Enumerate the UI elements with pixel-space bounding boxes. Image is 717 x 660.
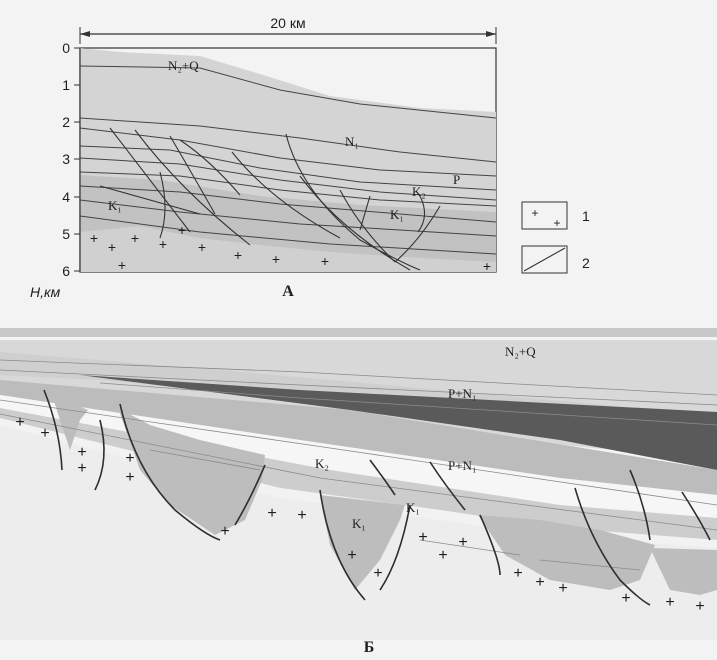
depth-tick: 2: [62, 114, 70, 130]
svg-text:+: +: [438, 547, 447, 564]
svg-text:+: +: [131, 230, 139, 246]
svg-text:+: +: [220, 523, 229, 540]
panel-label-a: А: [282, 283, 294, 300]
svg-text:+: +: [321, 253, 329, 269]
svg-text:+: +: [347, 547, 356, 564]
panel-label-b: Б: [364, 639, 375, 656]
unit-label: N₁: [345, 134, 359, 149]
svg-text:+: +: [483, 258, 491, 274]
unit-label: K₁: [406, 500, 420, 515]
depth-axis-title: H,км: [30, 284, 61, 300]
unit-label: P+N₁: [448, 386, 476, 401]
unit-label: K₁: [352, 516, 366, 531]
depth-tick: 6: [62, 263, 70, 279]
a-basement-crosses: +++ +++ +++ ++: [90, 222, 491, 274]
svg-text:+: +: [418, 529, 427, 546]
svg-text:+: +: [118, 257, 126, 273]
section-b: +++ +++ +++ +++ +++ +++ ++ N₂+Q P+N₁ P+N…: [0, 328, 717, 656]
depth-tick: 1: [62, 77, 70, 93]
svg-text:+: +: [234, 247, 242, 263]
depth-tick: 3: [62, 151, 70, 167]
svg-text:+: +: [695, 598, 704, 615]
svg-text:+: +: [513, 565, 522, 582]
legend-number: 2: [582, 255, 590, 271]
svg-text:+: +: [297, 507, 306, 524]
svg-text:+: +: [15, 414, 24, 431]
a-horizons: [79, 65, 497, 255]
b-faults: [43, 389, 711, 606]
svg-text:+: +: [178, 222, 186, 238]
legend: + + 1 2: [521, 201, 590, 274]
section-a: 20 км: [30, 15, 497, 300]
unit-label: N₂+Q: [168, 58, 199, 73]
svg-text:+: +: [198, 239, 206, 255]
legend-number: 1: [582, 208, 590, 224]
svg-text:+: +: [272, 251, 280, 267]
unit-label: P+N₁: [448, 458, 476, 473]
svg-text:+: +: [373, 565, 382, 582]
a-basement-fill: [80, 226, 496, 272]
svg-text:+: +: [108, 239, 116, 255]
unit-label: K₁: [108, 198, 122, 213]
depth-tick: 5: [62, 226, 70, 242]
svg-text:+: +: [77, 460, 86, 477]
b-dark-band: [80, 375, 717, 470]
svg-text:+: +: [159, 236, 167, 252]
svg-text:+: +: [40, 425, 49, 442]
svg-text:+: +: [125, 450, 134, 467]
unit-label: K₂: [412, 184, 426, 199]
b-strata-lines: [0, 359, 717, 571]
svg-text:+: +: [267, 505, 276, 522]
scale-label: 20 км: [270, 15, 305, 31]
unit-label: N₂+Q: [505, 344, 536, 359]
unit-label: K₁: [390, 207, 404, 222]
a-faults: [99, 127, 441, 271]
depth-axis: 0 1 2 3 4 5 6 H,км: [30, 40, 81, 300]
scale-bar: 20 км: [79, 15, 497, 44]
depth-tick: 4: [62, 189, 70, 205]
svg-text:+: +: [77, 444, 86, 461]
svg-text:+: +: [458, 534, 467, 551]
svg-text:+: +: [558, 580, 567, 597]
svg-text:+: +: [90, 230, 98, 246]
legend-swatch-basement: [521, 201, 568, 230]
depth-tick: 0: [62, 40, 70, 56]
svg-text:+: +: [553, 216, 560, 230]
b-graben-fills: [52, 395, 717, 595]
unit-label: P: [453, 172, 460, 187]
svg-text:+: +: [621, 590, 630, 607]
svg-text:+: +: [535, 574, 544, 591]
svg-text:+: +: [665, 594, 674, 611]
unit-label: K₂: [315, 456, 329, 471]
svg-text:+: +: [531, 206, 538, 220]
b-basement-crosses: +++ +++ +++ +++ +++ +++ ++: [15, 414, 704, 615]
svg-text:+: +: [125, 469, 134, 486]
